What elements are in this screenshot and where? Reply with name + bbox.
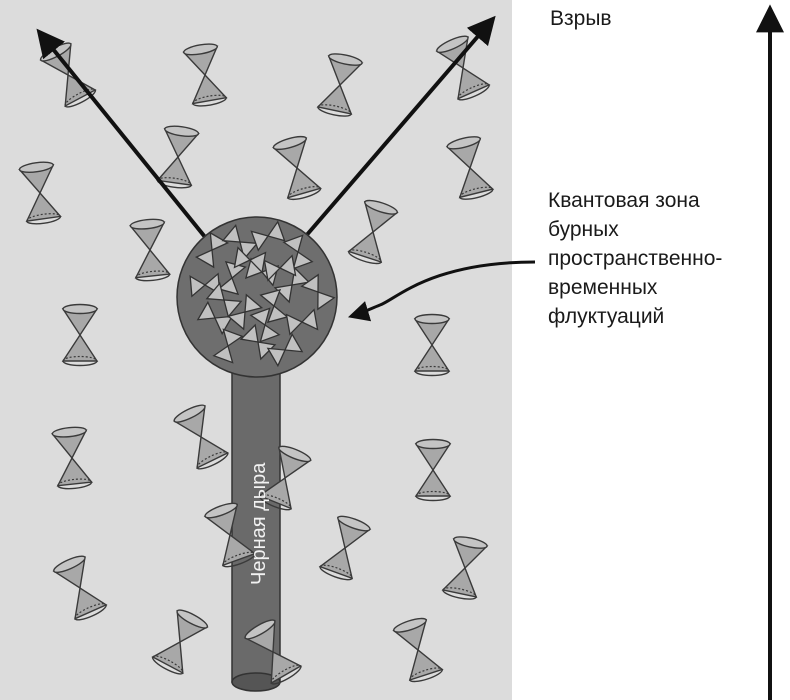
- quantum-zone-line: пространственно-: [548, 247, 723, 270]
- black-hole-label: Черная дыра: [248, 462, 270, 585]
- arrow-icon: [36, 28, 207, 239]
- quantum-zone-line: Квантовая зона: [548, 189, 700, 212]
- pointer-arrow-icon: [347, 260, 536, 322]
- arrow-icon: [303, 15, 496, 239]
- explosion-label: Взрыв: [550, 7, 612, 30]
- quantum-zone-line: бурных: [548, 218, 619, 241]
- quantum-zone-line: временных: [548, 276, 658, 299]
- quantum-zone-label: Квантовая зона бурных пространственно- в…: [548, 186, 722, 331]
- quantum-sphere: [176, 216, 338, 378]
- quantum-zone-line: флуктуаций: [548, 305, 665, 328]
